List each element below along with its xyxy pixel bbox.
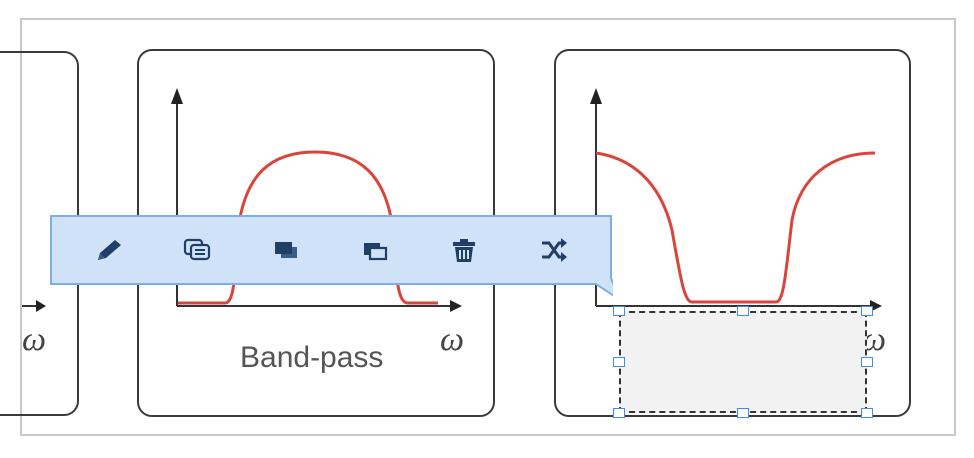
selected-shape[interactable] <box>619 311 867 413</box>
toolbar-background <box>50 215 613 297</box>
duplicate-button[interactable] <box>177 231 217 269</box>
y-axis-arrow-icon <box>590 88 602 104</box>
band-pass-caption: Band-pass <box>240 341 383 374</box>
x-axis-arrow-icon <box>36 300 46 312</box>
to-back-icon <box>364 243 388 261</box>
pencil-icon <box>98 240 121 260</box>
omega-label: ω <box>22 321 46 358</box>
x-axis-arrow-icon <box>450 300 462 312</box>
shuffle-arrows-icon <box>542 238 567 262</box>
to-front-button[interactable] <box>266 231 306 269</box>
shape-context-toolbar <box>50 215 613 297</box>
duplicate-icon <box>183 238 211 261</box>
y-axis-arrow-icon <box>171 88 183 104</box>
trash-icon <box>453 239 475 262</box>
diagram-canvas-frame <box>20 18 956 436</box>
delete-button[interactable] <box>444 231 484 269</box>
band-stop-curve <box>595 151 876 304</box>
x-axis-arrow-icon <box>870 300 882 312</box>
resize-handle-sw[interactable] <box>613 408 625 418</box>
edit-button[interactable] <box>90 231 130 269</box>
resize-handle-n[interactable] <box>737 306 749 316</box>
resize-handle-se[interactable] <box>861 408 873 418</box>
to-front-icon <box>275 242 297 258</box>
to-back-button[interactable] <box>355 231 395 269</box>
resize-handle-e[interactable] <box>861 357 873 367</box>
fit-button[interactable] <box>534 231 574 269</box>
resize-handle-ne[interactable] <box>861 306 873 316</box>
resize-handle-s[interactable] <box>737 408 749 418</box>
omega-label: ω <box>440 321 464 358</box>
resize-handle-w[interactable] <box>613 357 625 367</box>
resize-handle-nw[interactable] <box>613 306 625 316</box>
